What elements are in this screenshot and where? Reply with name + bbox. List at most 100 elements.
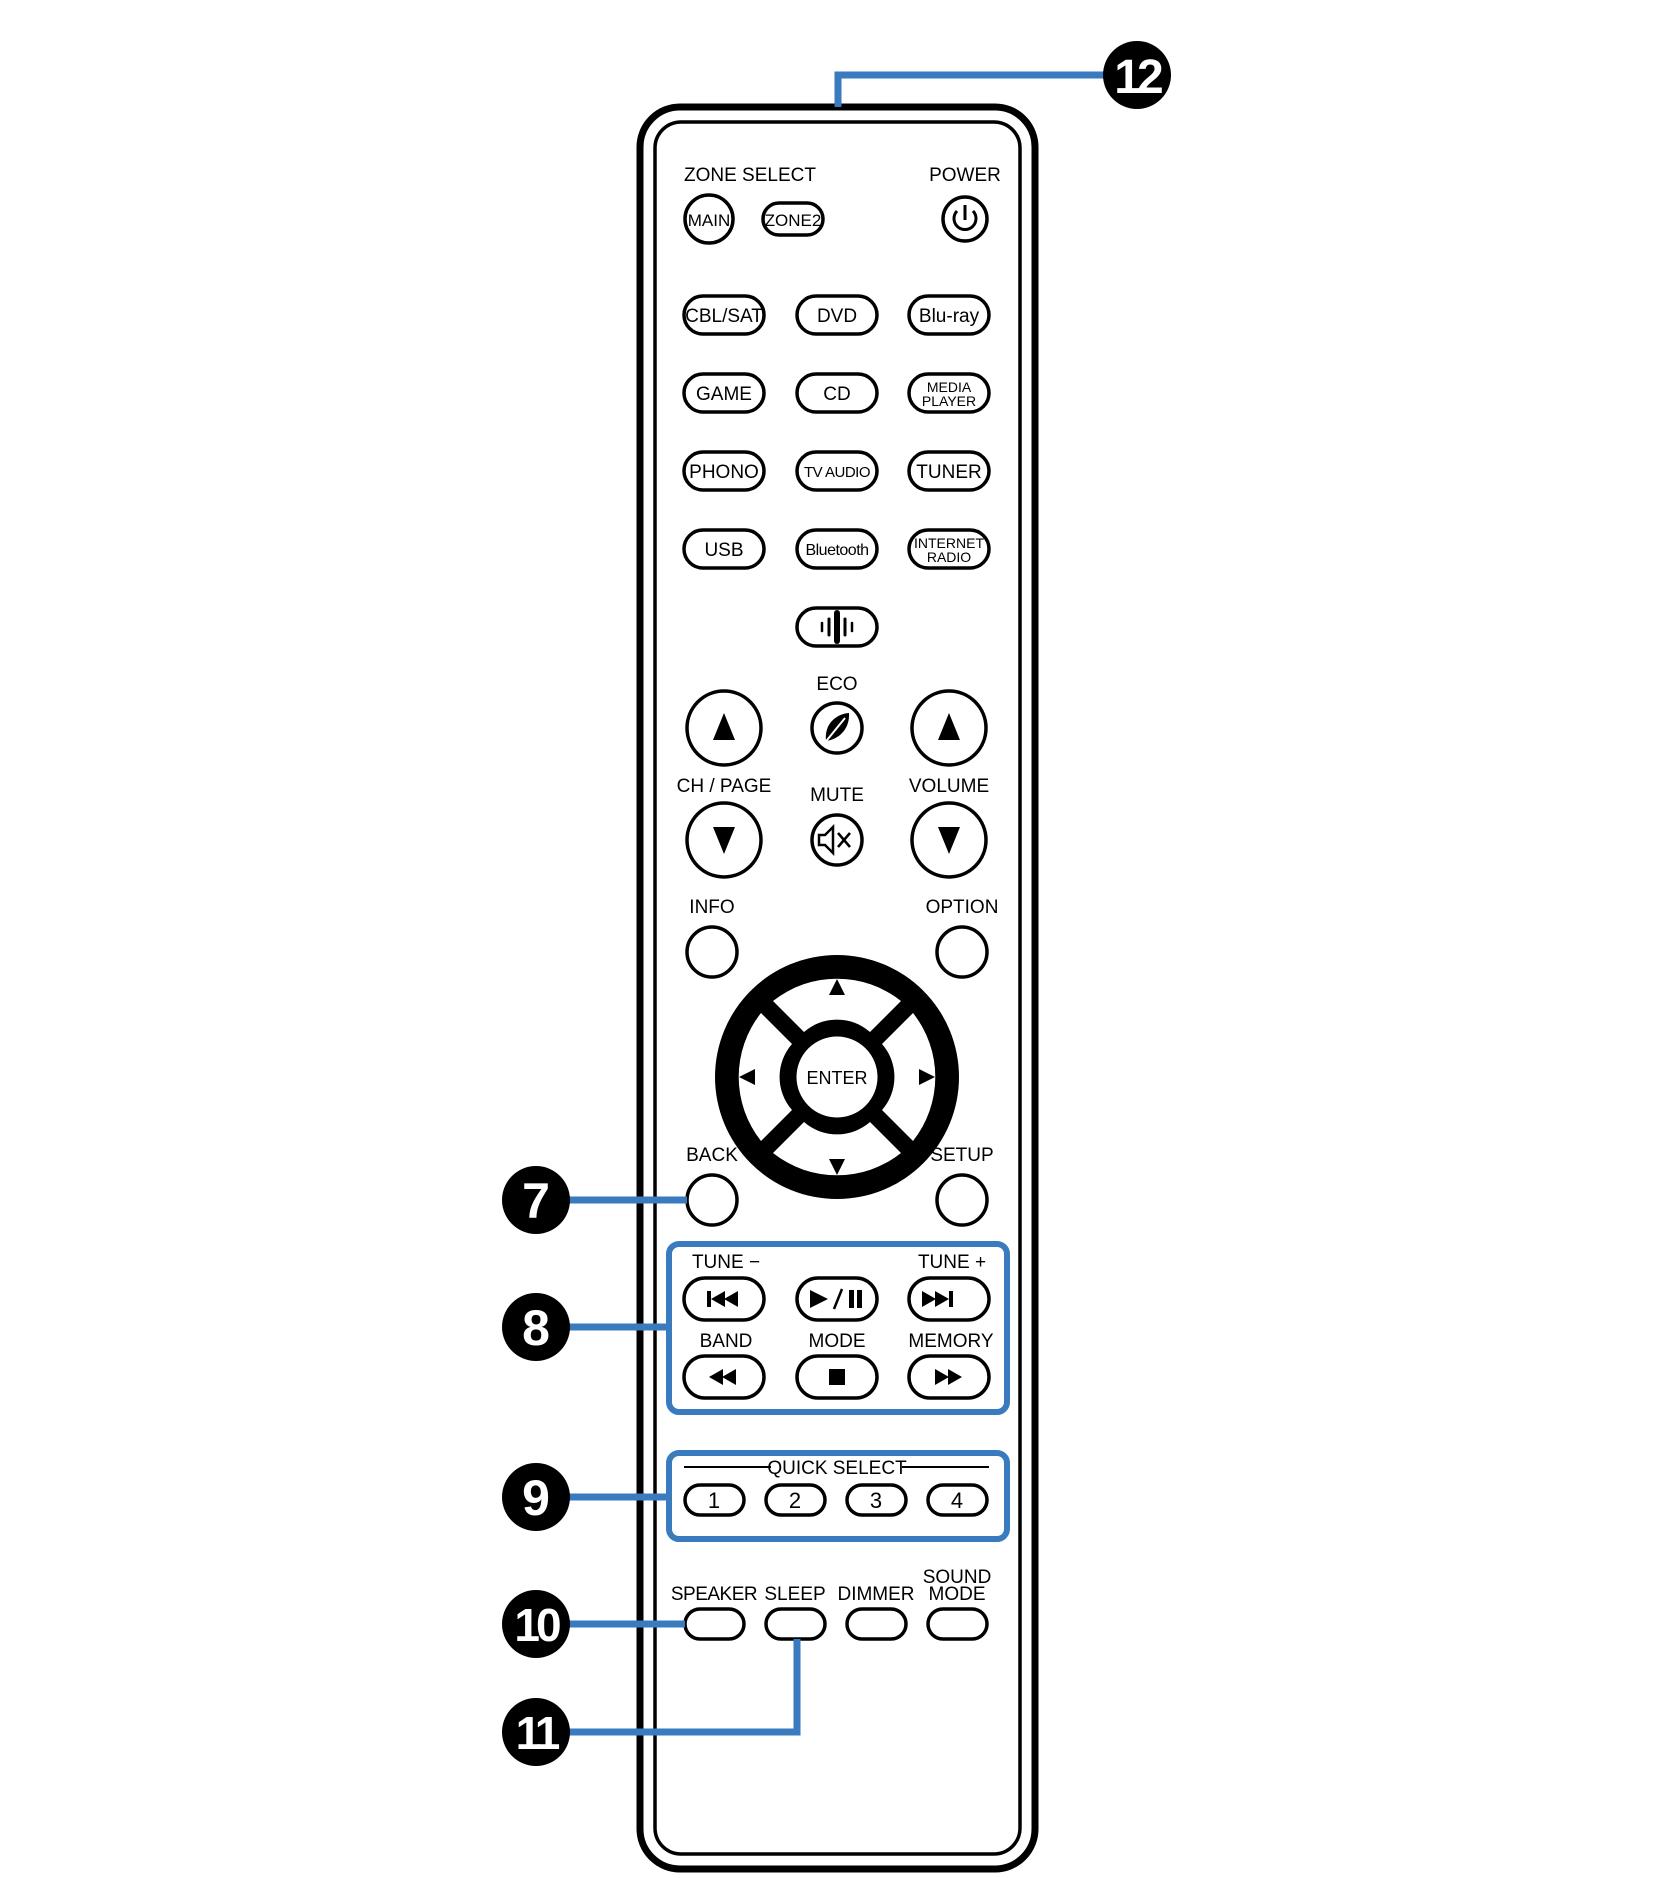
dimmer-button[interactable] [845,1607,908,1641]
dpad-down[interactable] [773,1122,901,1176]
sound-mode-button[interactable] [926,1607,989,1641]
eco-label: ECO [816,674,857,695]
back-label: BACK [686,1145,738,1166]
enter-label: ENTER [806,1068,867,1088]
quick-select-4-label: 4 [951,1488,963,1513]
ch-page-label: CH / PAGE [677,776,772,797]
dpad-left[interactable] [738,1013,792,1141]
dpad-right[interactable] [882,1013,936,1141]
cd-label: CD [823,384,850,405]
dvd-button[interactable]: DVD [795,294,879,336]
power-button[interactable] [941,195,989,243]
arrow-left-icon [739,1069,755,1085]
dpad-up[interactable] [773,978,901,1032]
skip-back-button[interactable] [682,1276,766,1322]
skip-forward-icon [922,1291,953,1307]
skip-forward-button[interactable] [907,1276,991,1322]
triangle-down-icon [713,827,735,854]
tv-audio-button[interactable]: TV AUDIO [795,450,879,492]
setup-label: SETUP [930,1145,993,1166]
sleep-button[interactable] [764,1607,827,1641]
fast-forward-button[interactable] [907,1354,991,1400]
tuner-button[interactable]: TUNER [907,450,991,492]
ch-page-down-button[interactable] [685,801,763,879]
quick-select-3-button[interactable]: 3 [845,1483,908,1517]
quick-select-1-label: 1 [708,1488,720,1513]
bluray-label: Blu-ray [919,306,980,327]
internet-radio-label-line1: INTERNET [914,535,984,551]
info-label: INFO [689,897,734,918]
volume-up-button[interactable] [910,689,988,767]
arrow-up-icon [829,979,845,995]
quick-select-3-label: 3 [870,1488,882,1513]
cbl-sat-button[interactable]: CBL/SAT [682,294,766,336]
dpad: ENTER [715,955,959,1199]
mute-label: MUTE [810,785,864,806]
game-label: GAME [696,384,752,405]
cd-button[interactable]: CD [795,372,879,414]
rewind-button[interactable] [682,1354,766,1400]
eco-button[interactable] [810,701,864,755]
callout-7-number: 7 [522,1173,550,1229]
speaker-label: SPEAKER [671,1584,757,1605]
game-button[interactable]: GAME [682,372,766,414]
triangle-up-icon [938,713,960,740]
rewind-icon [709,1369,736,1385]
callout-8-number: 8 [522,1300,550,1356]
sound-mode-label-line1: SOUND [923,1567,992,1588]
cbl-sat-label: CBL/SAT [685,306,763,327]
callout-10: 10 [502,1590,685,1658]
quick-select-label: QUICK SELECT [767,1458,907,1479]
triangle-up-icon [713,713,735,740]
heos-button[interactable] [795,606,879,648]
stop-button[interactable] [795,1354,879,1400]
phono-label: PHONO [689,462,759,483]
back-button[interactable] [685,1173,739,1227]
sleep-label: SLEEP [764,1584,825,1605]
zone2-button[interactable]: ZONE2 [761,201,825,237]
callout-12: 12 [834,41,1171,109]
zone2-label: ZONE2 [765,211,822,230]
dimmer-label: DIMMER [837,1584,914,1605]
tv-audio-label: TV AUDIO [804,464,870,481]
info-button[interactable] [685,925,739,979]
mute-speaker-icon [817,823,851,857]
mode-label: MODE [809,1331,866,1352]
setup-button[interactable] [935,1173,989,1227]
quick-select-1-button[interactable]: 1 [683,1483,746,1517]
usb-button[interactable]: USB [682,528,766,570]
callout-11-number: 11 [516,1707,560,1759]
volume-down-button[interactable] [910,801,988,879]
skip-back-icon [707,1291,738,1307]
speaker-button[interactable] [683,1607,746,1641]
zone-select-label: ZONE SELECT [684,165,816,186]
internet-radio-button[interactable]: INTERNET RADIO [907,528,991,570]
power-icon [952,205,978,231]
bluray-button[interactable]: Blu-ray [907,294,991,336]
media-player-label-line2: PLAYER [922,393,976,409]
enter-button[interactable] [793,1033,881,1121]
media-player-button[interactable]: MEDIA PLAYER [907,372,991,414]
power-label: POWER [929,165,1001,186]
media-player-label-line1: MEDIA [927,379,972,395]
triangle-down-icon [938,827,960,854]
callout-9-number: 9 [522,1470,550,1526]
bluetooth-label: Bluetooth [805,542,868,559]
tuner-label: TUNER [916,462,981,483]
heos-icon [820,610,854,644]
callout-12-number: 12 [1114,51,1162,104]
option-button[interactable] [935,925,989,979]
zone-main-button[interactable]: MAIN [683,193,735,245]
option-label: OPTION [926,897,999,918]
ch-page-up-button[interactable] [685,689,763,767]
volume-label: VOLUME [909,776,989,797]
quick-select-2-button[interactable]: 2 [764,1483,827,1517]
mute-button[interactable] [810,813,864,867]
sound-mode-label-line2: MODE [929,1584,986,1605]
bluetooth-button[interactable]: Bluetooth [795,528,879,570]
play-pause-button[interactable] [795,1276,879,1322]
callout-10-number: 10 [514,1599,560,1651]
quick-select-4-button[interactable]: 4 [926,1483,989,1517]
phono-button[interactable]: PHONO [682,450,766,492]
